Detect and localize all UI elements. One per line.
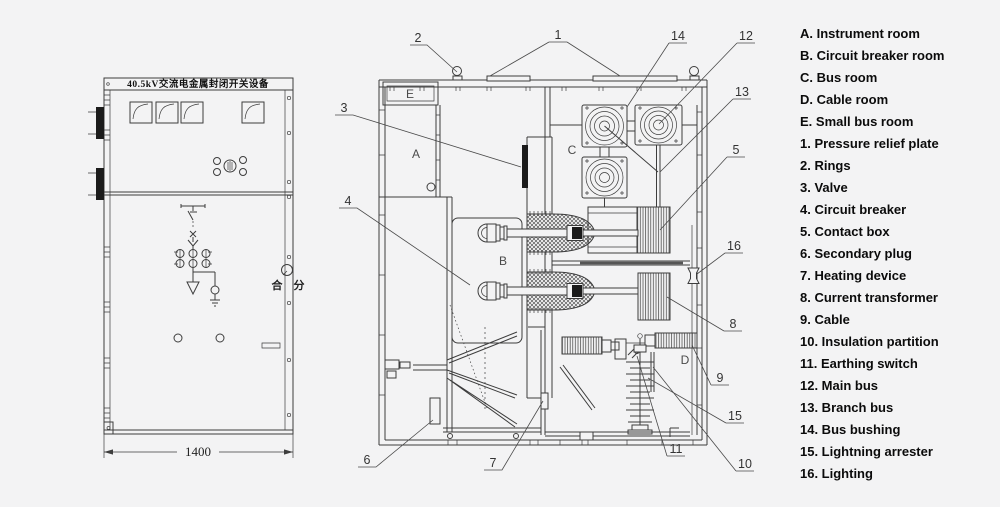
callout-1: 1 — [555, 28, 562, 42]
racking-mechanism — [385, 305, 541, 439]
door-fittings — [174, 334, 280, 348]
legend-item: 1. Pressure relief plate — [800, 136, 939, 151]
cable-right — [655, 333, 697, 348]
door-operator-controls — [282, 265, 293, 276]
legend-item: B. Circuit breaker room — [800, 48, 945, 63]
instrument-room — [379, 105, 452, 197]
callout-9: 9 — [717, 371, 724, 385]
mimic-diagram — [174, 204, 220, 306]
width-dimension — [104, 434, 293, 458]
legend-item: 14. Bus bushing — [800, 422, 901, 437]
callout-16: 16 — [727, 239, 741, 253]
callout-4: 4 — [345, 194, 352, 208]
cabinet-frame — [104, 78, 293, 434]
callout-3: 3 — [341, 101, 348, 115]
room-label-b: B — [499, 254, 507, 268]
branch-bus-conductor — [605, 126, 659, 172]
cabinet-lamp — [688, 268, 699, 284]
callout-8: 8 — [730, 317, 737, 331]
legend-item: C. Bus room — [800, 70, 878, 85]
bus-room — [550, 105, 697, 207]
callout-2: 2 — [415, 31, 422, 45]
cable-room — [448, 327, 697, 445]
cable-support — [560, 365, 595, 410]
callout-7: 7 — [490, 456, 497, 470]
callout-13: 13 — [735, 85, 749, 99]
right-hinge-bolts — [287, 96, 290, 416]
room-label-d: D — [681, 353, 690, 367]
legend-item: 9. Cable — [800, 312, 850, 327]
valve-component — [522, 145, 528, 188]
pressure-relief-plates — [487, 76, 677, 81]
breaker-pole-upper — [478, 211, 638, 255]
legend-item: 6. Secondary plug — [800, 246, 912, 261]
lifting-rings — [453, 67, 700, 81]
legend-item: 11. Earthing switch — [800, 356, 918, 371]
legend: A. Instrument room B. Circuit breaker ro… — [800, 23, 995, 485]
legend-item: 15. Lightning arrester — [800, 444, 933, 459]
legend-item: E. Small bus room — [800, 114, 914, 129]
compartment-partition — [552, 261, 690, 265]
instrument-meters — [130, 102, 264, 123]
callout-6: 6 — [364, 453, 371, 467]
room-label-a: A — [412, 147, 420, 161]
legend-item: 13. Branch bus — [800, 400, 894, 415]
legend-item: 8. Current transformer — [800, 290, 938, 305]
circuit-breaker-body — [440, 197, 522, 432]
close-symbol: 合 — [272, 278, 284, 292]
section-view-drawing: E A — [330, 28, 800, 495]
callout-5: 5 — [733, 143, 740, 157]
front-view-drawing: 40.5kV交流电金属封闭开关设备 — [85, 55, 305, 459]
current-transformer — [638, 273, 670, 320]
callout-14: 14 — [671, 29, 685, 43]
room-label-c: C — [568, 143, 577, 157]
legend-item: 2. Rings — [800, 158, 851, 173]
lightning-arrester — [626, 334, 654, 434]
callout-12: 12 — [739, 29, 753, 43]
callout-10: 10 — [738, 457, 752, 471]
legend-item: 4. Circuit breaker — [800, 202, 907, 217]
dimension-value: 1400 — [185, 444, 211, 459]
cable-left — [562, 337, 602, 354]
wall-mount-tabs — [88, 107, 104, 200]
insulation-partition — [651, 352, 654, 392]
left-hinge-marks — [104, 95, 110, 418]
legend-item: 5. Contact box — [800, 224, 890, 239]
open-symbol: 分 — [294, 278, 305, 292]
secondary-plug — [430, 398, 440, 424]
legend-item: 7. Heating device — [800, 268, 907, 283]
indicator-lamps — [214, 157, 247, 176]
legend-item: 12. Main bus — [800, 378, 879, 393]
legend-item: A. Instrument room — [800, 26, 920, 41]
legend-item: 3. Valve — [800, 180, 848, 195]
callout-leaders — [335, 42, 755, 471]
callout-15: 15 — [728, 409, 742, 423]
breaker-pole-lower — [478, 269, 638, 313]
legend-item: 16. Lighting — [800, 466, 873, 481]
legend-item: D. Cable room — [800, 92, 889, 107]
legend-item: 10. Insulation partition — [800, 334, 939, 349]
heating-device — [541, 393, 548, 409]
room-label-e: E — [406, 87, 414, 101]
callout-11: 11 — [670, 442, 683, 456]
nameplate-text: 40.5kV交流电金属封闭开关设备 — [127, 78, 269, 90]
